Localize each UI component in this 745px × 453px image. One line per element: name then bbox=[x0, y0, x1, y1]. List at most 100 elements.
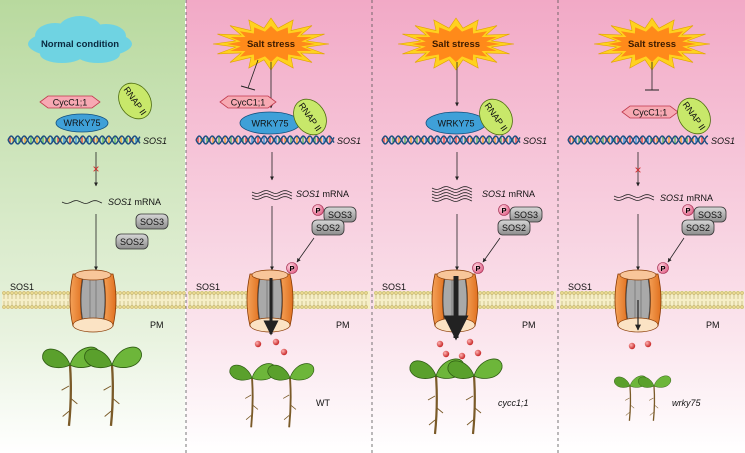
sos2-kinase: SOS2 bbox=[681, 219, 715, 236]
block-mark: × bbox=[634, 163, 641, 177]
sos1-transporter bbox=[246, 269, 294, 333]
genotype-label: wrky75 bbox=[672, 398, 702, 408]
svg-text:SOS3: SOS3 bbox=[328, 210, 352, 220]
sodium-ion bbox=[628, 342, 636, 350]
dna-helix bbox=[567, 135, 709, 145]
condition-label: Salt stress bbox=[432, 39, 480, 50]
phospho-marker: P bbox=[657, 262, 669, 274]
sodium-ion bbox=[272, 338, 280, 346]
sodium-ion bbox=[254, 340, 262, 348]
genotype-label: cycc1;1 bbox=[498, 398, 529, 408]
transporter-label: SOS1 bbox=[196, 282, 220, 292]
salt-stress-burst bbox=[212, 17, 330, 71]
mrna-label: SOS1 mRNA bbox=[660, 193, 713, 203]
mrna-label: SOS1 mRNA bbox=[296, 189, 349, 199]
sodium-ion bbox=[442, 350, 450, 358]
svg-text:CycC1;1: CycC1;1 bbox=[53, 98, 88, 108]
panel-cycc: Salt stress WRKY75 RNAP II SOS1 SOS1 mRN… bbox=[374, 17, 556, 435]
wrky75-protein: WRKY75 bbox=[425, 111, 487, 135]
block-mark: × bbox=[92, 162, 99, 176]
transporter-label: SOS1 bbox=[568, 282, 592, 292]
sodium-ion bbox=[644, 340, 652, 348]
gene-label: SOS1 bbox=[711, 136, 735, 146]
phospho-marker: P bbox=[498, 204, 510, 216]
condition-label: Salt stress bbox=[247, 39, 295, 50]
transporter-label: SOS1 bbox=[10, 282, 34, 292]
sos2-kinase: SOS2 bbox=[497, 219, 531, 236]
wrky75-protein: WRKY75 bbox=[55, 113, 109, 133]
svg-text:P: P bbox=[289, 264, 294, 273]
seedling bbox=[267, 363, 315, 428]
svg-text:CycC1;1: CycC1;1 bbox=[633, 108, 668, 118]
cycc-protein: CycC1;1 bbox=[39, 95, 101, 109]
inhibition-line bbox=[247, 59, 259, 89]
membrane-label: PM bbox=[336, 320, 350, 330]
gene-label: SOS1 bbox=[143, 136, 167, 146]
sodium-ion bbox=[466, 338, 474, 346]
salt-stress-burst bbox=[397, 17, 515, 71]
membrane-label: PM bbox=[706, 320, 720, 330]
rnap-protein: RNAP II bbox=[293, 98, 327, 136]
svg-text:P: P bbox=[685, 206, 690, 215]
sodium-ion bbox=[280, 348, 288, 356]
condition-label: Salt stress bbox=[628, 39, 676, 50]
seedling bbox=[447, 358, 503, 435]
mrna-wave bbox=[61, 200, 103, 204]
svg-text:SOS2: SOS2 bbox=[120, 237, 144, 247]
condition-cloud bbox=[28, 16, 132, 63]
seedling bbox=[84, 346, 142, 427]
wrky75-protein: WRKY75 bbox=[239, 111, 301, 135]
sos2-kinase: SOS2 bbox=[311, 219, 345, 236]
svg-text:SOS3: SOS3 bbox=[698, 210, 722, 220]
phospho-marker: P bbox=[286, 262, 298, 274]
svg-text:WRKY75: WRKY75 bbox=[63, 118, 100, 128]
svg-text:WRKY75: WRKY75 bbox=[251, 119, 288, 129]
mrna-label: SOS1 mRNA bbox=[482, 189, 535, 199]
inhibition-bar bbox=[240, 85, 256, 91]
sodium-ion bbox=[474, 349, 482, 357]
rnap-protein: RNAP II bbox=[677, 97, 711, 135]
svg-text:WRKY75: WRKY75 bbox=[437, 119, 474, 129]
panel-normal: Normal condition SOS1 CycC1;1 WRKY75 RNA… bbox=[2, 16, 186, 427]
sos2-kinase: SOS2 bbox=[115, 233, 149, 250]
phosphorylation-arrow bbox=[667, 237, 685, 263]
svg-text:P: P bbox=[501, 206, 506, 215]
mrna-label: SOS1 mRNA bbox=[108, 197, 161, 207]
cycc-protein: CycC1;1 bbox=[219, 95, 277, 109]
svg-text:SOS2: SOS2 bbox=[502, 223, 526, 233]
membrane-label: PM bbox=[522, 320, 536, 330]
phospho-marker: P bbox=[682, 204, 694, 216]
sodium-ion bbox=[436, 340, 444, 348]
phospho-marker: P bbox=[312, 204, 324, 216]
genotype-label: WT bbox=[316, 398, 330, 408]
dna-helix bbox=[381, 135, 521, 145]
svg-text:P: P bbox=[660, 264, 665, 273]
sos1-transporter bbox=[69, 269, 117, 333]
phosphorylation-arrow bbox=[296, 237, 315, 263]
dna-helix bbox=[7, 135, 141, 145]
gene-label: SOS1 bbox=[523, 136, 547, 146]
transporter-label: SOS1 bbox=[382, 282, 406, 292]
svg-text:SOS2: SOS2 bbox=[686, 223, 710, 233]
phosphorylation-arrow bbox=[482, 237, 501, 263]
dna-helix bbox=[195, 135, 335, 145]
condition-label: Normal condition bbox=[41, 39, 119, 50]
sos3-kinase: SOS3 bbox=[135, 213, 169, 230]
svg-text:SOS3: SOS3 bbox=[140, 217, 164, 227]
panel-wrky: Salt stress CycC1;1 RNAP II SOS1 × SOS1 … bbox=[560, 17, 744, 421]
mrna-wave bbox=[431, 186, 473, 202]
svg-text:P: P bbox=[475, 264, 480, 273]
svg-text:CycC1;1: CycC1;1 bbox=[231, 98, 266, 108]
sodium-ion bbox=[458, 352, 466, 360]
rnap-protein: RNAP II bbox=[479, 98, 513, 136]
svg-text:P: P bbox=[315, 206, 320, 215]
gene-label: SOS1 bbox=[337, 136, 361, 146]
mrna-wave bbox=[613, 194, 655, 201]
svg-text:SOS3: SOS3 bbox=[514, 210, 538, 220]
membrane-label: PM bbox=[150, 320, 164, 330]
svg-text:SOS2: SOS2 bbox=[316, 223, 340, 233]
mrna-wave bbox=[251, 190, 293, 200]
panel-wt: Salt stress CycC1;1 WRKY75 RNAP II SOS1 … bbox=[188, 17, 370, 428]
cycc-protein: CycC1;1 bbox=[621, 105, 679, 119]
